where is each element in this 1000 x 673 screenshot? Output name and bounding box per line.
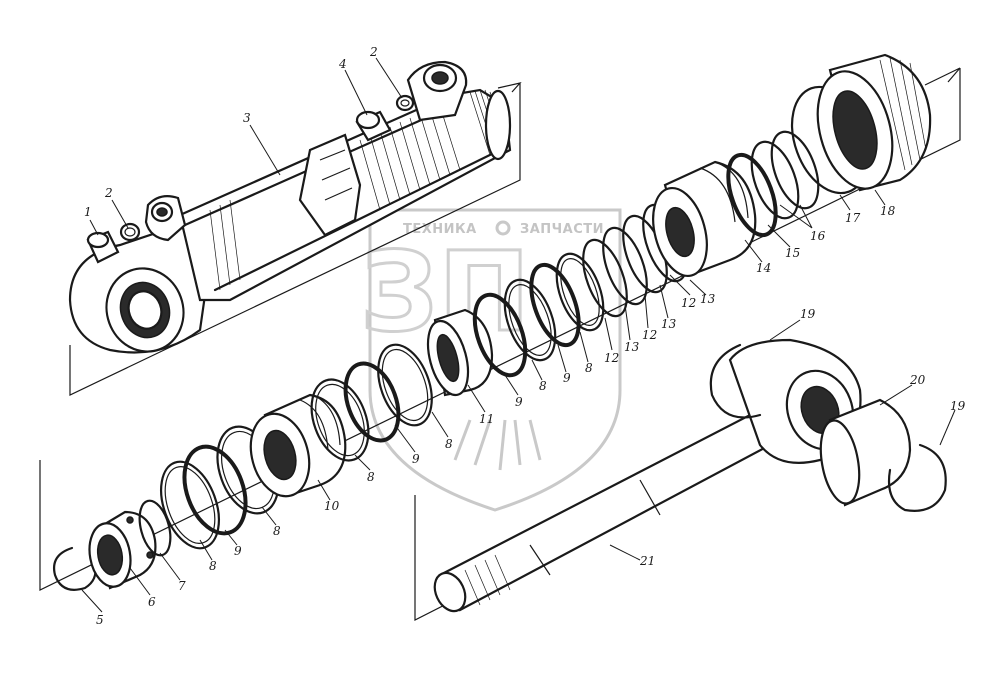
- label-20: 20: [909, 373, 926, 387]
- fitting-4: [355, 110, 392, 142]
- fitting-1: [86, 230, 120, 264]
- wiper-8a: [160, 460, 220, 550]
- rings-16: [750, 130, 820, 220]
- wiper-8d: [377, 343, 433, 427]
- circlip-19b: [887, 443, 947, 512]
- cylinder-body: [68, 60, 512, 354]
- seal-ring-2a: [119, 222, 141, 242]
- label-9d: 9: [563, 371, 571, 385]
- label-12b: 12: [642, 328, 657, 342]
- watermark-left-text: ТЕХНИКА: [403, 222, 477, 237]
- wiper-8f: [555, 252, 605, 332]
- label-11: 11: [479, 412, 494, 426]
- label-19b: 19: [950, 399, 966, 413]
- label-4: 4: [338, 57, 347, 71]
- label-9b: 9: [412, 452, 420, 466]
- watermark-right-text: ЗАПЧАСТИ: [520, 222, 604, 237]
- label-17: 17: [845, 211, 861, 225]
- gear-icon: [495, 220, 511, 236]
- circlip-19a: [709, 343, 762, 419]
- label-18: 18: [880, 204, 896, 218]
- leader-lines: [81, 57, 956, 613]
- label-21: 21: [639, 554, 655, 568]
- piston-14: [652, 160, 757, 278]
- wiper-8c: [310, 378, 370, 462]
- circlip-5: [53, 546, 97, 591]
- gland-10: [249, 393, 347, 498]
- label-7: 7: [178, 579, 186, 593]
- oring-9d: [529, 262, 581, 348]
- label-14: 14: [756, 261, 771, 275]
- label-8c: 8: [367, 470, 375, 484]
- washer-7: [138, 499, 172, 557]
- label-8e: 8: [539, 379, 547, 393]
- label-9a: 9: [234, 544, 242, 558]
- label-10: 10: [324, 499, 340, 513]
- label-19a: 19: [800, 307, 816, 321]
- label-6: 6: [148, 595, 156, 609]
- label-12c: 12: [681, 296, 696, 310]
- watermark: ТЕХНИКА ЗАПЧАСТИ ЗП: [359, 208, 622, 512]
- nut-6: [88, 510, 157, 590]
- label-8f: 8: [585, 361, 593, 375]
- label-13c: 13: [700, 292, 716, 306]
- label-16: 16: [810, 229, 826, 243]
- label-9c: 9: [515, 395, 523, 409]
- wiper-8e: [503, 278, 557, 362]
- label-1: 1: [84, 205, 92, 219]
- seal-ring-2b: [395, 94, 415, 112]
- rod-21: [433, 413, 772, 613]
- ring-15: [726, 152, 778, 238]
- label-8d: 8: [445, 437, 453, 451]
- label-13a: 13: [624, 340, 640, 354]
- oring-9c: [472, 292, 528, 378]
- label-8a: 8: [209, 559, 217, 573]
- label-3: 3: [243, 111, 251, 125]
- label-12a: 12: [604, 351, 619, 365]
- oring-9b: [343, 361, 401, 443]
- oring-9a: [182, 444, 248, 536]
- part-labels: 1 2 3 4 2 5 6 7 8 9 8 10 8 9 8 11 9 8 9 …: [84, 45, 966, 627]
- label-8b: 8: [273, 524, 281, 538]
- label-15: 15: [785, 246, 800, 260]
- label-2b: 2: [369, 45, 378, 59]
- label-2a: 2: [104, 186, 113, 200]
- end-nut-18: [816, 53, 932, 192]
- label-5: 5: [96, 613, 104, 627]
- label-13b: 13: [661, 317, 677, 331]
